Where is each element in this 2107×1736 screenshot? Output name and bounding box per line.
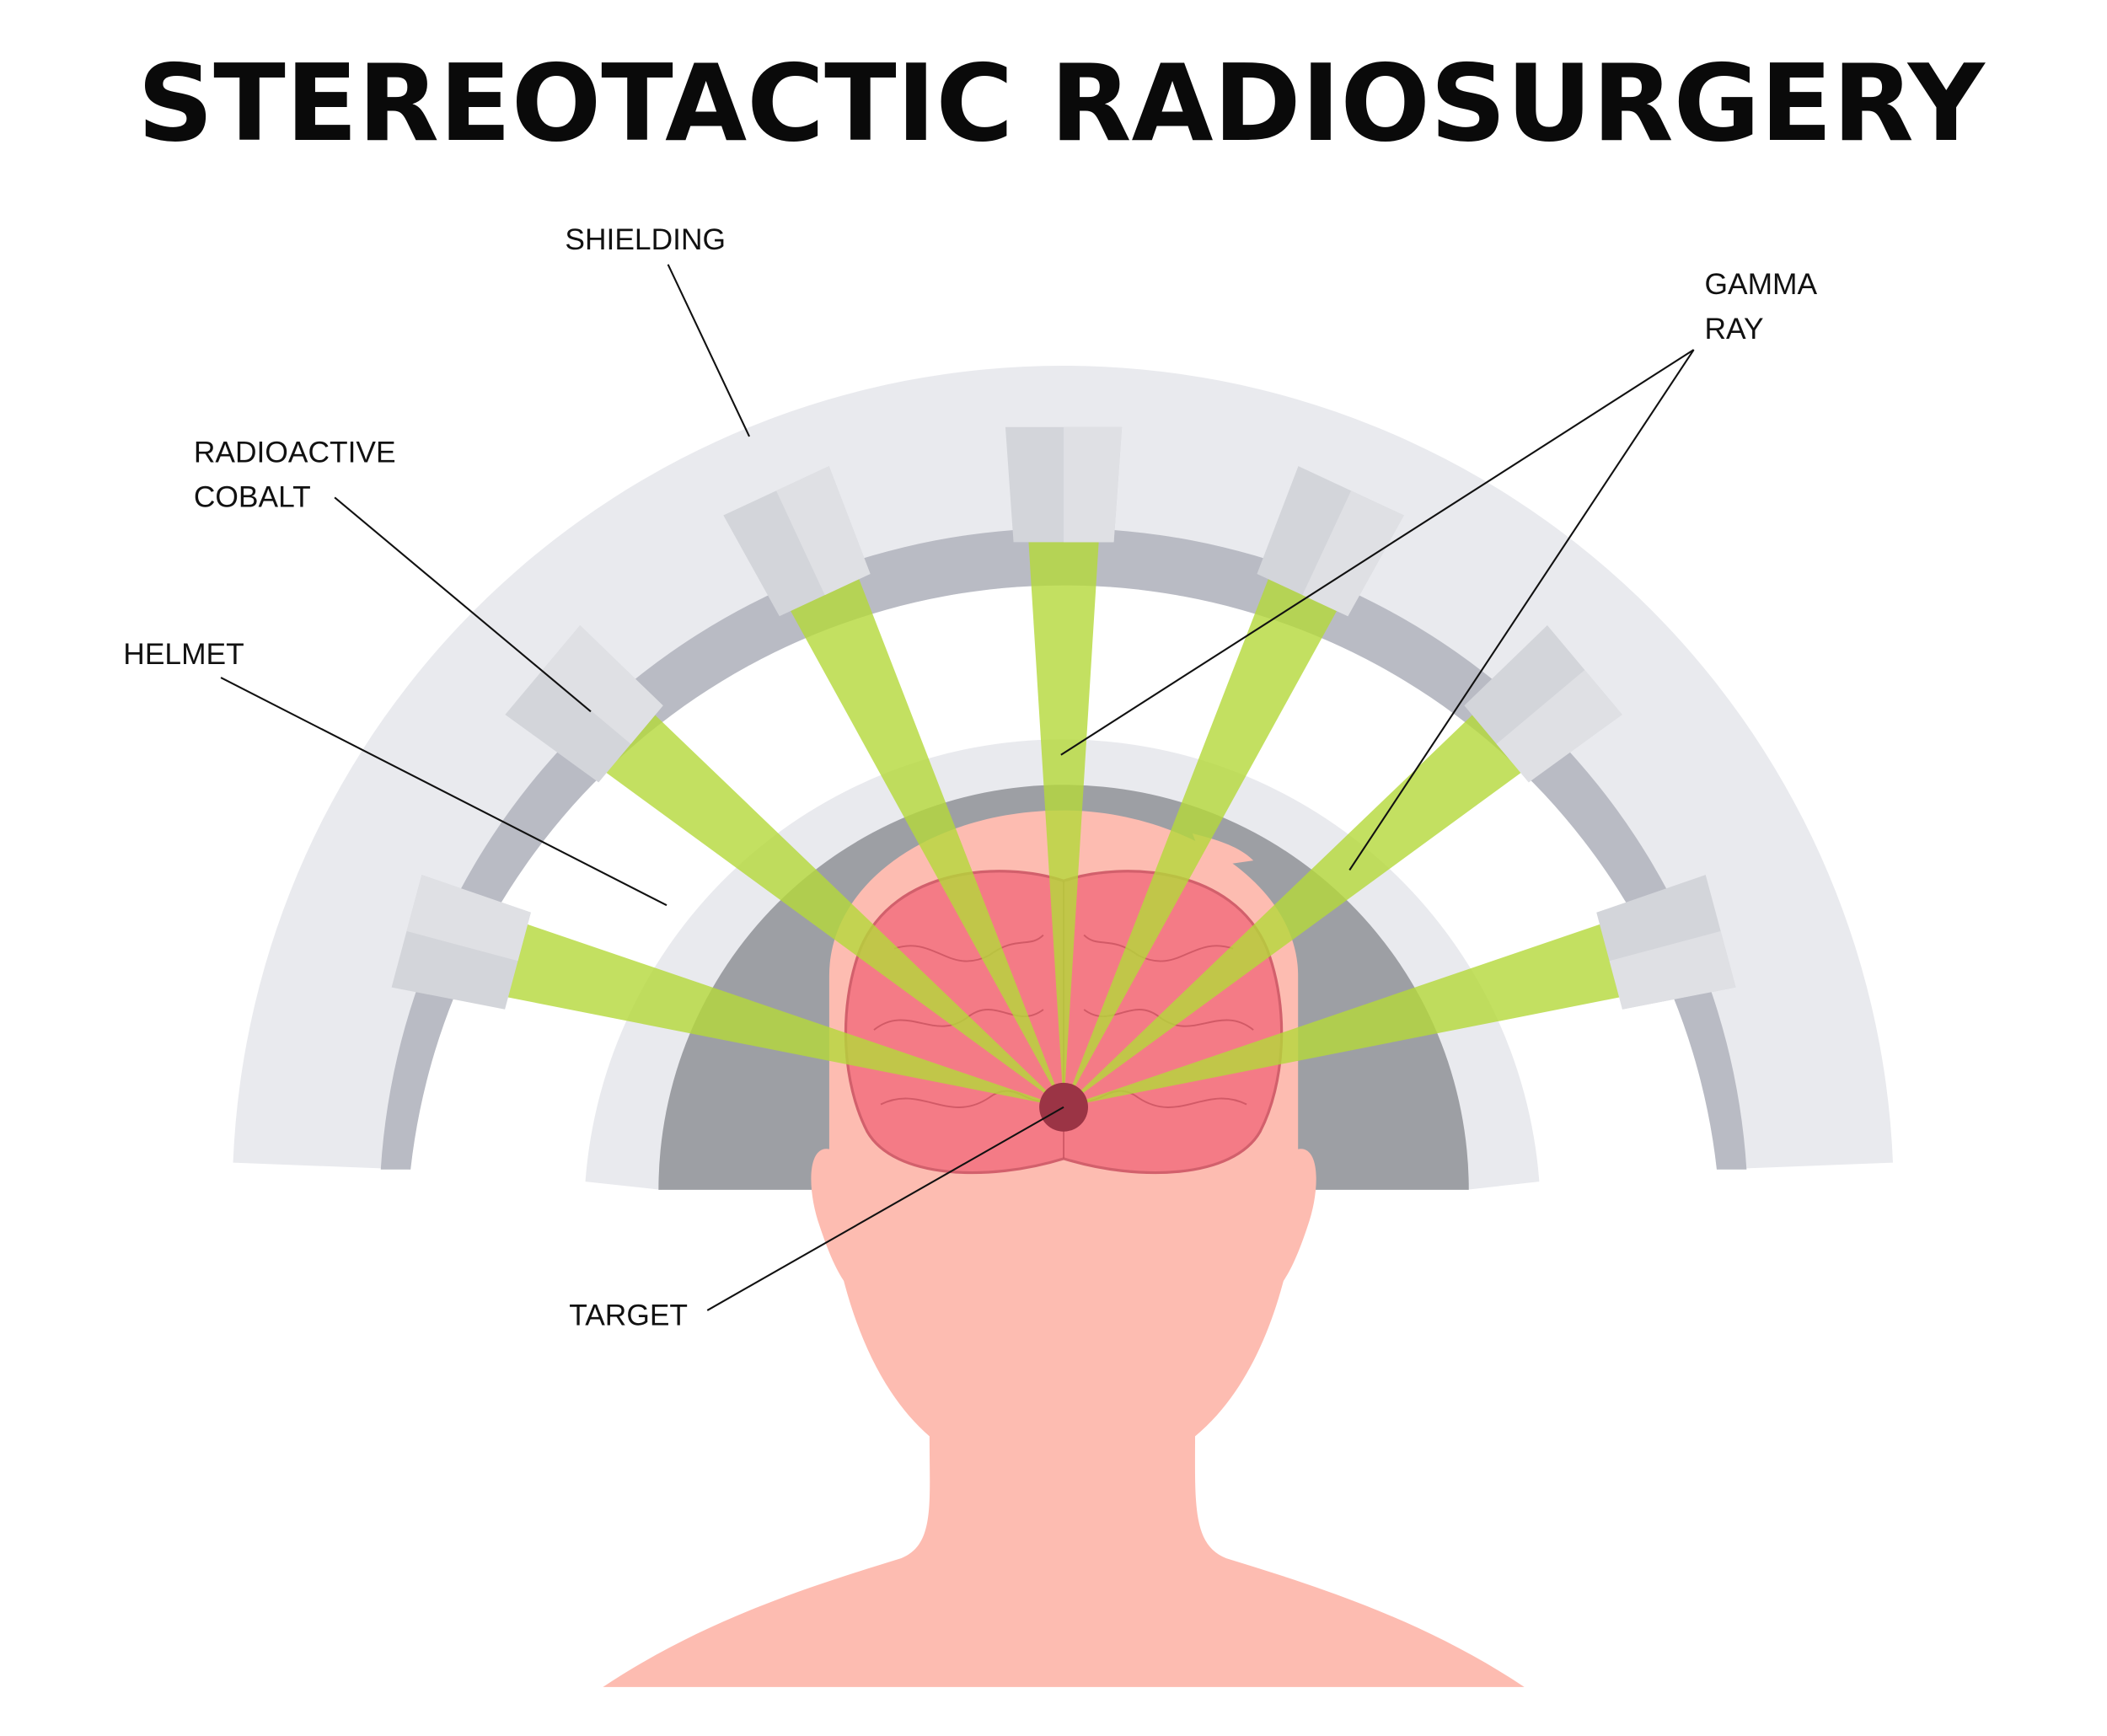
gamma-ray [1064, 713, 1524, 1107]
label-shielding: SHIELDING [565, 223, 726, 256]
label-radioactive-cobalt-1: RADIOACTIVE [194, 436, 396, 469]
gamma-ray [604, 713, 1064, 1107]
radioactive-cobalt-source [1005, 426, 1123, 543]
gamma-rays [505, 539, 1622, 1107]
label-helmet: HELMET [123, 638, 244, 671]
radioactive-cobalt-source [505, 625, 663, 783]
leader-lines [220, 264, 1695, 1311]
shielding [233, 365, 1893, 1170]
gamma-ray [1064, 576, 1338, 1107]
radioactive-cobalt-source [1464, 625, 1622, 783]
label-gamma-ray-1: GAMMA [1705, 268, 1818, 301]
gamma-ray [1064, 923, 1622, 1107]
label-radioactive-cobalt-2: COBALT [194, 481, 311, 514]
helmet [585, 739, 1540, 1190]
collimators [391, 426, 1736, 1010]
radioactive-cobalt-source [1596, 875, 1736, 1010]
radioactive-cobalt-source [391, 875, 531, 1010]
gamma-ray [505, 923, 1064, 1107]
target-point [1039, 1082, 1088, 1132]
label-target: TARGET [569, 1299, 688, 1332]
radioactive-cobalt-source [723, 466, 871, 617]
label-gamma-ray-2: RAY [1705, 313, 1764, 346]
gamma-ray [1028, 539, 1099, 1107]
gamma-ray [789, 576, 1064, 1107]
page-title: STEREOTACTIC RADIOSURGERY [137, 42, 1986, 165]
